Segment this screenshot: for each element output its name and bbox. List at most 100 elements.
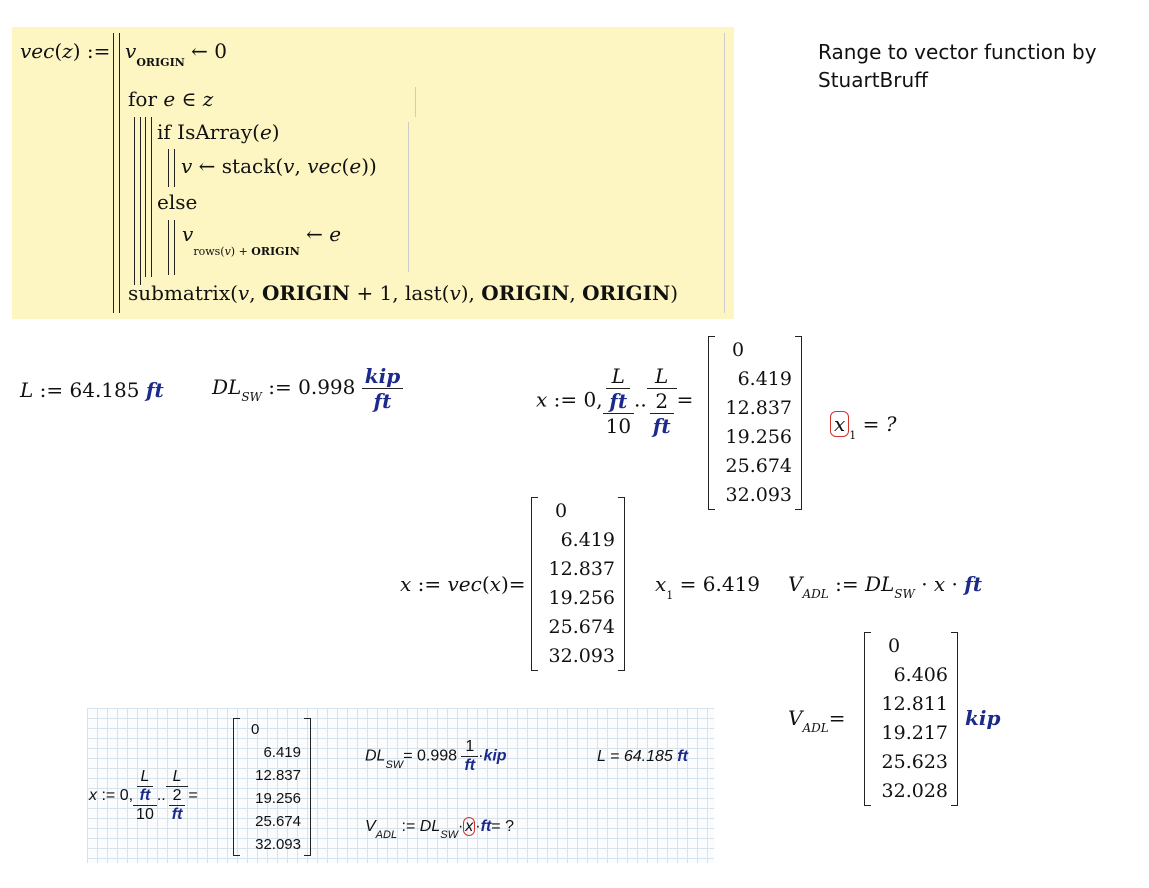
submatrix-origin-1: ORIGIN (261, 281, 351, 305)
grid-dl-unit-den: ft (464, 757, 476, 774)
grid-v-sub: ADL (375, 829, 398, 841)
L-value: 64.185 (69, 378, 140, 402)
grid-frac2-2: 2 (168, 787, 186, 806)
x-vec-value: 32.093 (548, 645, 615, 667)
if-line: if IsArray(e) (157, 120, 280, 144)
grid-x-highlight: x (463, 817, 476, 836)
L-definition[interactable]: L := 64.185 ft (20, 378, 164, 402)
x-selected-highlight[interactable]: x (830, 411, 850, 437)
then-var: v (181, 154, 193, 178)
for-body-bar (134, 117, 141, 285)
grid-x-value: 12.837 (255, 767, 301, 784)
grid-x-assign: := (101, 787, 116, 805)
if-arg: e (259, 120, 272, 144)
grid-v-dl: DL (419, 818, 441, 835)
grid-x-equals: = (188, 787, 198, 805)
V-eval-value: 32.028 (881, 780, 948, 802)
grid-x-value: 32.093 (255, 836, 301, 853)
vec-fn: vec (447, 572, 482, 596)
DL-unit-num: kip (361, 364, 404, 389)
V-definition[interactable]: VADL := DLSW · x · ft (788, 572, 983, 601)
grid-x-value: 6.419 (263, 744, 301, 761)
title-text: Range to vector function by StuartBruff (818, 40, 1097, 92)
last-fn: last (405, 281, 442, 305)
grid-v-dot: · (475, 818, 481, 835)
grid-v-line: VADL := DLSW·x·ft= ? (365, 817, 514, 841)
x1-evaluation[interactable]: x1 = 6.419 (655, 572, 760, 602)
submatrix-arg-v: v (237, 281, 250, 305)
x-vec-value: 12.837 (548, 558, 615, 580)
stack-arg-e: e (349, 154, 362, 178)
grid-v-ft: ft (480, 818, 492, 835)
grid-x-start: 0, (119, 787, 134, 805)
grid-dl-var: DL (365, 747, 386, 765)
x1-eval-var: x (655, 572, 667, 596)
grid-frac1-ft: ft (139, 787, 151, 804)
x-range-value: 19.256 (725, 426, 792, 448)
if-keyword: if (157, 120, 171, 144)
x1-eval-subscript: 1 (666, 589, 674, 602)
assign-operator: := (86, 39, 111, 63)
for-condition: e ∈ z (163, 87, 214, 111)
grid-dl-value: = 0.998 (403, 747, 458, 765)
frac1-L: L (606, 364, 631, 389)
program-right-guide (724, 33, 725, 313)
V-eval-matrix: 0 6.406 12.811 19.217 25.623 32.028 (864, 632, 958, 806)
grid-v-result: = ? (491, 818, 514, 835)
frac2-ft: ft (652, 414, 671, 438)
V-eval-var: V (788, 706, 803, 730)
grid-v-var: V (365, 818, 376, 835)
frac2-L: L (646, 364, 677, 389)
stack-fn: ← stack (198, 154, 276, 178)
DL-var: DL (212, 375, 242, 399)
x-vec-value: 6.419 (560, 529, 615, 551)
DL-assign: := (268, 375, 292, 399)
x1-subscript: 1 (849, 429, 857, 442)
DL-subscript: SW (241, 390, 262, 404)
then-bar (168, 149, 175, 187)
else-var: v (182, 222, 194, 246)
x-range-matrix: 0 6.419 12.837 19.256 25.674 32.093 (708, 336, 802, 510)
grid-dl-sub: SW (385, 758, 404, 771)
x-range-lhs: x (536, 387, 548, 412)
function-arg: z (62, 39, 73, 63)
x-vec-lhs: x (400, 572, 412, 596)
grid-frac1-L: L (136, 768, 154, 787)
for-keyword: for (128, 87, 158, 111)
grid-dl-kip: kip (483, 747, 507, 765)
plus-one: + 1 (356, 281, 393, 305)
range-dots: .. (634, 387, 647, 412)
frac2-2: 2 (649, 389, 674, 414)
x-vec-matrix: 0 6.419 12.837 19.256 25.674 32.093 (531, 497, 625, 671)
V-eval-equals: = (828, 706, 846, 730)
grid-v-dl-sub: SW (440, 829, 458, 841)
grid-frac2-L: L (165, 768, 189, 787)
grid-frac2-ft: ft (171, 806, 183, 823)
x1-query-result: = ? (862, 412, 897, 436)
if-guide (408, 122, 409, 272)
x-vec-value: 19.256 (548, 587, 615, 609)
x-range-value: 6.419 (737, 368, 792, 390)
x-range-value: 32.093 (725, 484, 792, 506)
origin-sub2: ORIGIN (251, 245, 300, 258)
else-bar (168, 220, 175, 275)
V-dl-subscript: SW (894, 587, 915, 601)
program-region[interactable]: vec(z) := vORIGIN ← 0 for e ∈ z if IsArr… (12, 27, 734, 319)
V-ft-unit: ft (964, 572, 983, 596)
stack-arg-v: v (283, 154, 295, 178)
x-range-value: 12.837 (725, 397, 792, 419)
else-assign-line: vrows(v) + ORIGIN ← e (182, 222, 342, 258)
stack-arg-vec: vec (307, 154, 342, 178)
V-evaluation[interactable]: VADL= (788, 706, 846, 735)
x-vec-value: 0 (555, 500, 568, 522)
then-line: v ← stack(v, vec(e)) (181, 154, 377, 178)
V-assign: := (835, 572, 859, 596)
DL-unit-den: ft (373, 389, 392, 413)
x-vec-definition[interactable]: x := vec(x)= (400, 572, 526, 596)
x-vec-value: 25.674 (548, 616, 615, 638)
